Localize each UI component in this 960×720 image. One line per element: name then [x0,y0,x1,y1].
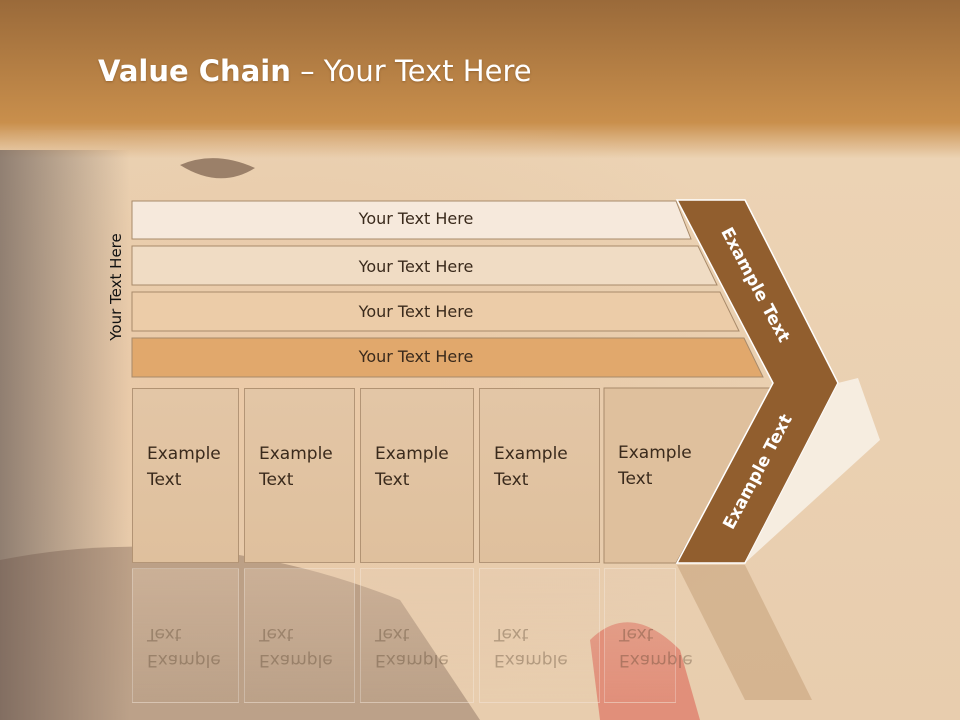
box-reflection: Example Text [360,568,474,703]
box-reflection: Example Text [132,568,239,703]
page-title: Value Chain – Your Text Here [98,54,532,88]
row-label-3: Your Text Here [358,302,474,321]
box-line-2: Text [618,469,653,489]
box-reflection: Example Text [479,568,600,703]
box-line-1: Example [618,443,692,463]
box-line-1: Example [259,444,333,464]
reflection-text: Example Text [259,621,333,673]
refl-line-2: Text [147,624,182,644]
refl-line-2: Text [619,624,654,644]
row-label-2: Your Text Here [358,257,474,276]
chevron-side [745,378,880,563]
refl-line-1: Example [619,650,693,670]
row-label-1: Your Text Here [358,209,474,228]
box-line-2: Text [259,470,294,490]
title-bold: Value Chain [98,54,291,88]
reflection-text: Example Text [375,621,449,673]
row-4-bar [131,337,764,378]
box-line-1: Example [375,444,449,464]
row-2-bar [131,245,718,286]
refl-line-2: Text [494,624,529,644]
row-label-4: Your Text Here [358,347,474,366]
row-3-bar [131,291,740,332]
box-reflection: Example Text [244,568,355,703]
refl-line-1: Example [375,650,449,670]
row-1-bar [131,200,692,240]
reflection-text: Example Text [147,621,221,673]
refl-line-1: Example [494,650,568,670]
refl-line-2: Text [259,624,294,644]
title-rest: – Your Text Here [290,54,532,88]
reflection-text: Example Text [494,621,568,673]
box-line-1: Example [494,444,568,464]
box-line-2: Text [375,470,410,490]
reflection-text: Example Text [619,621,693,673]
refl-line-1: Example [259,650,333,670]
chevron-reflection [677,565,812,700]
box-line-1: Example [147,444,221,464]
box-reflection: Example Text [604,568,693,703]
refl-line-2: Text [375,624,410,644]
box-line-2: Text [494,470,529,490]
refl-line-1: Example [147,650,221,670]
box-line-2: Text [147,470,182,490]
